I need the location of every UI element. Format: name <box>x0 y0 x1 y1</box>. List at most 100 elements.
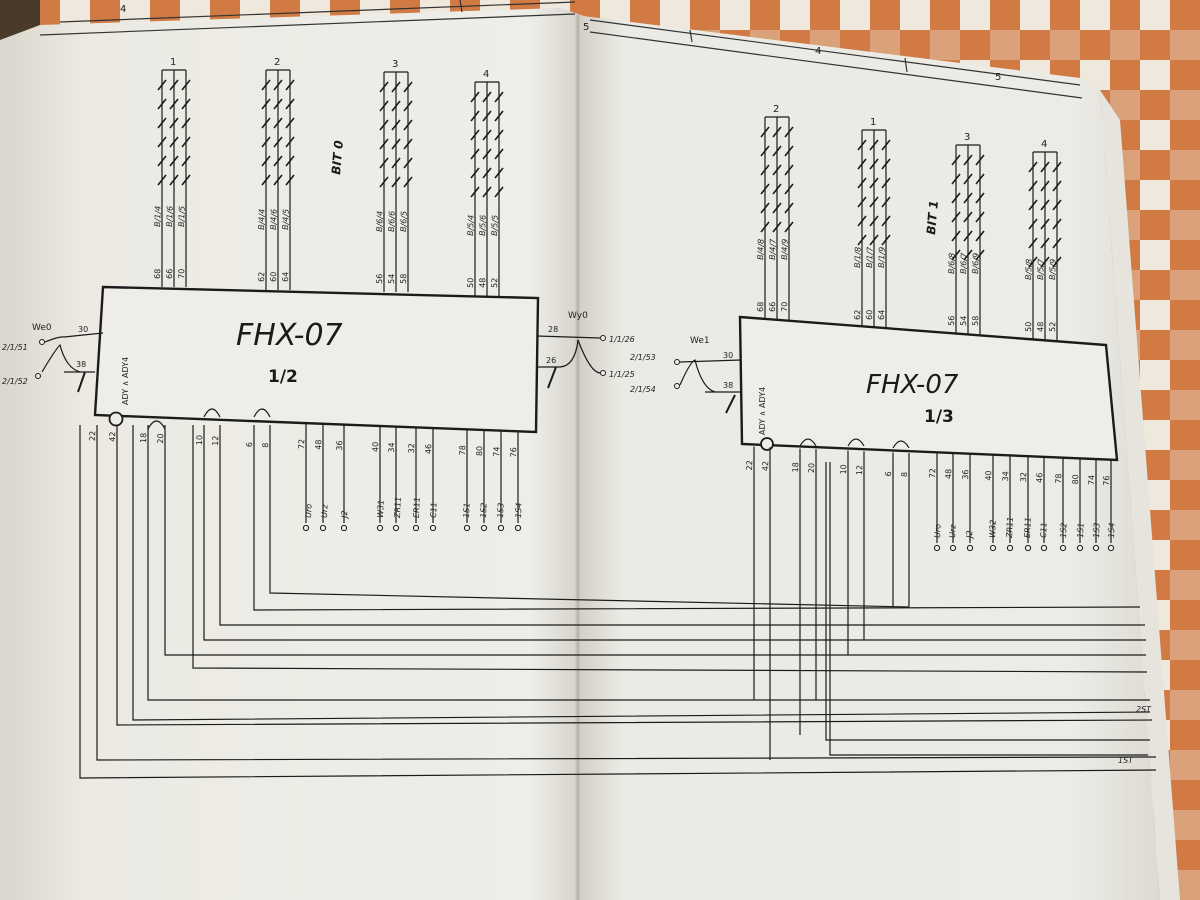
pin-number: 28 <box>548 325 558 334</box>
wire-tick <box>470 186 480 198</box>
pin-number: 22 <box>88 431 97 441</box>
pin-number: 12 <box>211 435 220 445</box>
wire-tick <box>470 167 480 179</box>
pin-number: 70 <box>780 302 789 312</box>
pin-number: 50 <box>466 278 475 288</box>
wire-tick <box>772 145 782 157</box>
pin-number: 50 <box>1024 322 1033 332</box>
left-chip: FHX-07 1/2 ADY ∧ ADY4 BIT 0 <box>93 140 540 434</box>
right-chip: FHX-07 1/3 ADY ∧ ADY4 BIT 1 <box>738 200 1119 462</box>
group-number: 1 <box>870 117 876 128</box>
wire-tick <box>772 183 782 195</box>
wire-tick <box>285 98 295 110</box>
chip-side-label: ADY ∧ ADY4 <box>758 387 767 435</box>
wire-tick <box>494 129 504 141</box>
signal-label: Urz <box>320 504 329 518</box>
signal-label: 1S3 <box>496 502 506 518</box>
bus-wire <box>829 462 1148 756</box>
group-number: 2 <box>773 104 779 115</box>
wire-tick <box>181 155 191 167</box>
wire-tick <box>169 98 179 110</box>
pin-number: 74 <box>492 446 501 456</box>
wire-tick <box>181 79 191 91</box>
wire-tick <box>963 192 973 204</box>
pin-number: 48 <box>944 469 953 479</box>
signal-label: Urz <box>948 524 957 538</box>
wire-tick <box>403 176 413 188</box>
left-chip-input-ports: 30 38 2/1/51 2/1/52 We0 <box>2 323 104 393</box>
wire-tick <box>261 117 271 129</box>
wire-tick <box>975 154 985 166</box>
wire-tick <box>857 177 867 189</box>
signal-label: 1S3 <box>1092 522 1102 538</box>
chip-name: FHX-07 <box>866 370 959 400</box>
wire-tick <box>379 119 389 131</box>
ruler-label: 5 <box>583 22 589 33</box>
group-number: 1 <box>170 57 176 68</box>
wire-tick <box>157 79 167 91</box>
wire-tick <box>1052 199 1062 211</box>
signal-label: 1S1 <box>462 502 472 518</box>
wire-tick <box>285 117 295 129</box>
pin-terminal <box>1059 544 1067 552</box>
pin-number: 68 <box>153 269 162 279</box>
wire-tick <box>494 186 504 198</box>
wire-tick <box>391 157 401 169</box>
wire-tick <box>1052 218 1062 230</box>
pin-number: 52 <box>1048 322 1057 332</box>
signal-label: C11 <box>429 502 439 518</box>
group-number: 2 <box>274 57 280 68</box>
pin-number: 40 <box>984 470 993 480</box>
pin-terminal <box>392 524 400 532</box>
bus-wire <box>219 425 1145 626</box>
interconnect-bus <box>79 408 1157 779</box>
wire-tick <box>1028 199 1038 211</box>
wire-tick <box>273 98 283 110</box>
wire-tick <box>1052 161 1062 173</box>
wire-tick <box>881 158 891 170</box>
wire-tick <box>285 79 295 91</box>
wire-tick <box>157 155 167 167</box>
wire-tick <box>494 148 504 160</box>
pin-number: 40 <box>371 442 380 452</box>
wire-tick <box>157 98 167 110</box>
wire-tick <box>881 139 891 151</box>
wire-tick <box>379 81 389 93</box>
signal-label: 1S4 <box>514 502 524 518</box>
pin-number: 36 <box>961 469 970 479</box>
signal-label: B/4/7 <box>768 238 778 260</box>
wire-tick <box>963 249 973 261</box>
wire-tick <box>784 164 794 176</box>
wire-tick <box>169 136 179 148</box>
pin-number: 36 <box>335 440 344 450</box>
bit-label: BIT 0 <box>329 140 346 175</box>
pin-number: 6 <box>245 442 254 447</box>
bus-wire <box>203 408 221 418</box>
group-number: 4 <box>483 69 489 80</box>
wire-tick <box>482 110 492 122</box>
wire-tick <box>482 186 492 198</box>
pin-terminal <box>514 524 522 532</box>
pin-terminal <box>1006 544 1014 552</box>
signal-label: ZR11 <box>1005 517 1015 540</box>
signal-label: B/5/8 <box>1024 259 1034 280</box>
wire-tick <box>857 234 867 246</box>
pin-terminal <box>1040 544 1048 552</box>
wire-tick <box>470 91 480 103</box>
wire-tick <box>470 110 480 122</box>
wire-tick <box>951 154 961 166</box>
wire-tick <box>975 192 985 204</box>
signal-label: C11 <box>1039 522 1049 538</box>
pin-number: 58 <box>399 274 408 284</box>
chip-part: 1/3 <box>924 407 954 427</box>
pin-terminal <box>1076 544 1084 552</box>
pin-number: 54 <box>959 316 968 326</box>
wire-tick <box>379 138 389 150</box>
ruler-label: 4 <box>120 4 126 15</box>
pin-number: 60 <box>269 272 278 282</box>
signal-label: 1S4 <box>1107 522 1117 538</box>
signal-label: ZR11 <box>393 497 403 520</box>
wire-tick <box>760 145 770 157</box>
